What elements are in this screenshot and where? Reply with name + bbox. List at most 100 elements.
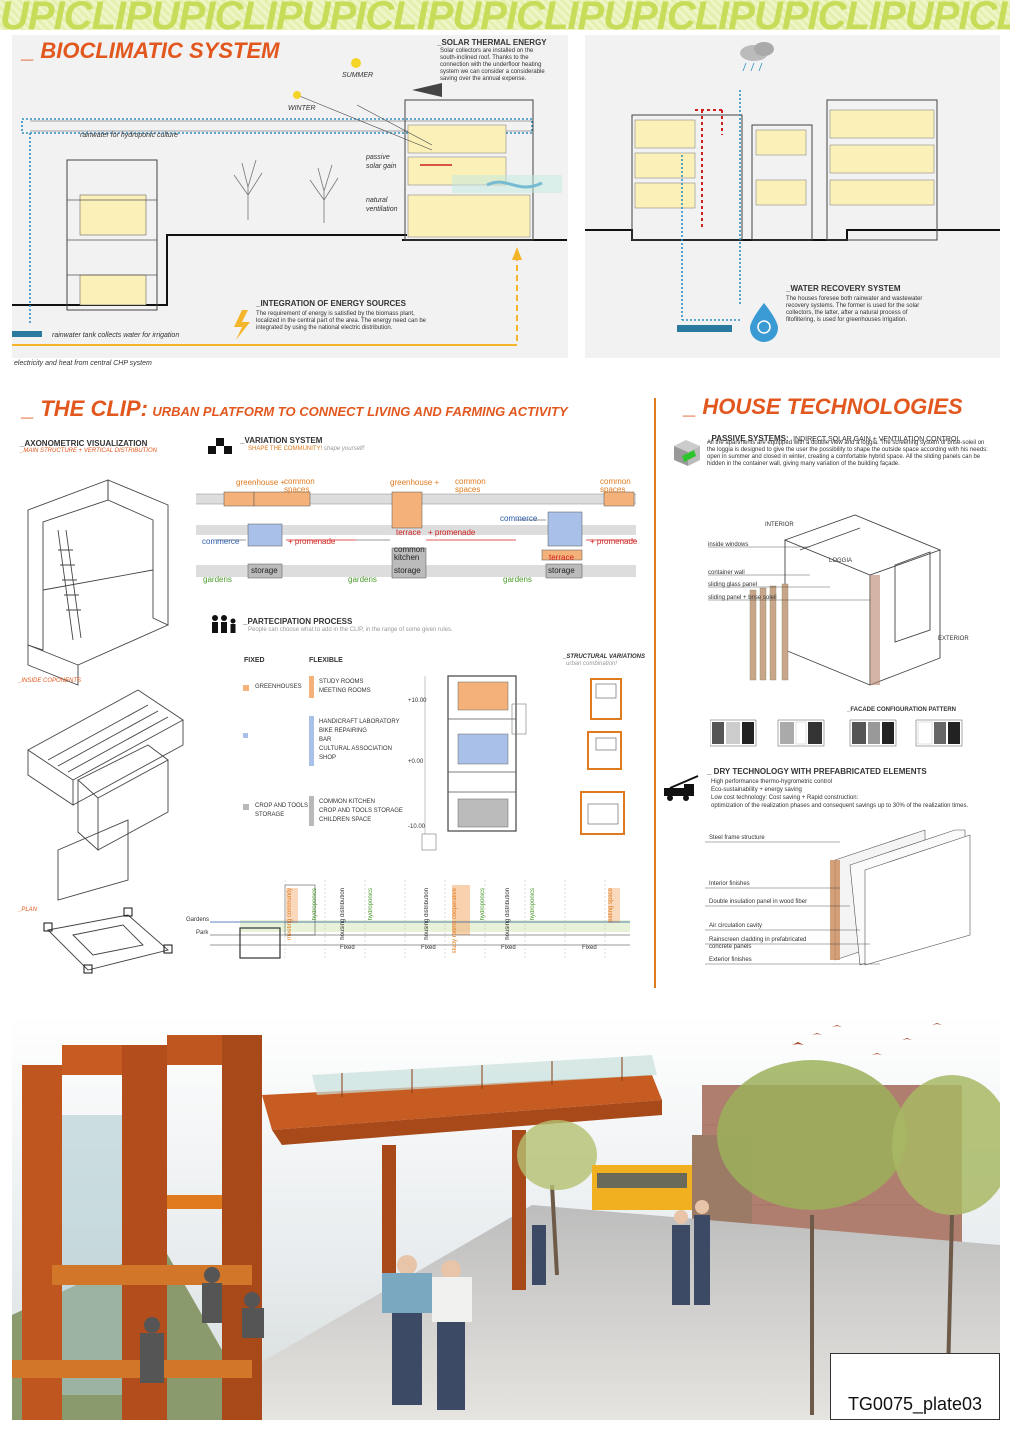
axo-sub: _MAIN STRUCTURE + VERTICAL DISTRIBUTION [20,448,157,454]
winter-label: WINTER [288,105,316,112]
natural-ventilation-label: natural ventilation [366,197,398,213]
strip-park: Park [196,930,209,936]
passive-text: All the apartments are equipped with a d… [707,440,988,467]
passive-heading-main: _PASSIVE SYSTEMS: [707,434,789,443]
var2-storage: storage [394,566,421,575]
top-banner: UPICLIPUPICLIPUPICLIPUPICLIPUPICLIPUPICL… [0,0,1010,30]
flex-blue-4: SHOP [319,755,337,761]
var1-greenhouse: greenhouse + [236,478,286,487]
exterior-label: EXTERIOR [938,636,969,642]
dry-line-3: optimization of the realization phases a… [711,803,969,809]
var3-gardens: gardens [503,575,532,584]
crane-truck-icon [664,775,699,801]
var2-terrace: terrace [396,528,421,537]
urban-platform-render [12,1015,1000,1420]
plan-label: _PLAN [18,907,38,913]
banner-text: UPICLIPUPICLIPUPICLIPUPICLIPUPICLIPUPICL… [0,0,1010,30]
variation-sub-main: SHAPE THE COMMUNITY! [248,446,323,452]
clip-title-main: _ THE CLIP: [22,396,148,421]
loggia-label: LOGGIA [829,558,853,564]
var3-storage: storage [548,566,575,575]
var3-commerce: commerce [500,514,538,523]
loggia-drawing [708,514,942,686]
strip-label-3: hydroponics [368,888,374,921]
variation-sub-extra: shape yourself! [323,446,365,452]
strip-label-4: housing distribution [424,888,430,940]
strip-label-0: meeting community [287,888,293,941]
strip-fixed-1: Fixed [340,945,355,951]
fixed-greenhouses: GREENHOUSES [255,684,302,690]
flexible-col: FLEXIBLE [309,657,343,664]
var1-gardens: gardens [203,575,232,584]
interior-label: INTERIOR [765,522,794,528]
level-bottom: -10.00 [408,824,426,830]
section-divider [654,398,656,988]
facade-patterns [710,719,963,747]
flex-grey-1: CROP AND TOOLS STORAGE [319,808,403,814]
strip-label-6: hydroponics [480,888,486,921]
integration-text: The requirement of energy is satisfied b… [256,311,427,331]
passive-solar-gain-label: passive solar gain [366,154,397,170]
integration-heading: _INTEGRATION OF ENERGY SOURCES [256,299,406,308]
strip-fixed-2: Fixed [421,945,436,951]
axonometric-drawing [27,479,184,974]
flex-grey-0: COMMON KITCHEN [319,799,375,805]
rainwater-hydroponic-label: rainwater for hydroponic culture [80,132,179,139]
participation-heading: _PARTECIPATION PROCESS [243,617,353,626]
rainscreen-label: Rainscreen cladding in prefabricated con… [709,937,807,950]
sliding-panel-label: sliding panel + brise soleil [708,595,777,601]
flex-bar-blue [309,716,314,766]
var2-common: common spaces [455,477,486,494]
crop-storage-1: STORAGE [255,812,285,818]
crop-storage-0: CROP AND TOOLS [255,803,309,809]
var3-promenade: + promenade [590,537,638,546]
strip-gardens: Gardens [186,917,210,923]
passive-heading: _PASSIVE SYSTEMS: INDIRECT SOLAR GAIN + … [707,428,960,446]
bioclimatic-section-drawing [12,42,1000,346]
structural-sub: urban combination! [566,661,618,667]
section-tower-drawing [421,675,527,851]
flex-bar-grey [309,796,314,826]
flex-bar-orange [309,676,314,698]
var2-kitchen: common kitchen [394,545,425,562]
sliding-glass-label: sliding glass panel [708,582,758,588]
var1-commerce: commerce [202,537,240,546]
air-cavity-label: Air circulation cavity [709,923,763,929]
flex-blue-2: BAR [319,737,332,743]
flex-grey-2: CHILDREN SPACE [319,817,372,823]
var3-terrace: terrace [549,553,574,562]
community-blocks-icon [208,438,232,454]
strip-label-1: hydroponics [312,888,318,921]
strip-label-5: study rooms cooperative [452,888,458,954]
dry-line-2: Low cost technology: Cost saving + Rapid… [711,795,859,801]
fixed-swatch-grey [243,804,249,810]
flex-orange-1: MEETING ROOMS [319,688,371,694]
flex-blue-3: CULTURAL ASSOCIATION [319,746,392,752]
axo-heading: _AXONOMETRIC VISUALIZATION [20,439,148,448]
var1-common: common spaces [284,477,315,494]
flex-blue-0: HANDICRAFT LABORATORY [319,719,400,725]
inside-windows-label: inside windows [708,542,749,548]
variation-sub: SHAPE THE COMMUNITY! shape yourself! [248,446,365,452]
exterior-finishes-label: Exterior finishes [709,957,752,963]
var2-gardens: gardens [348,575,377,584]
strip-label-8: hydroponics [530,888,536,921]
dry-heading: _ DRY TECHNOLOGY WITH PREFABRICATED ELEM… [707,767,927,776]
steel-frame-label: Steel frame structure [709,835,765,841]
strip-label-2: housing distribution [340,888,346,940]
flex-blue-1: BIKE REPAIRING [319,728,367,734]
water-recovery-text: The houses foresee both rainwater and wa… [786,296,923,323]
interior-finishes-label: Interior finishes [709,881,750,887]
level-mid: +0.00 [408,759,424,765]
structural-variations-drawing [580,678,625,835]
var3-common: common spaces [600,477,631,494]
double-insulation-label: Double insulation panel in wood fiber [709,899,808,905]
var2-promenade: + promenade [428,528,476,537]
structural-heading: _STRUCTURAL VARIATIONS [563,654,646,660]
var1-promenade: + promenade [288,537,336,546]
strip-label-7: housing distribution [505,888,511,940]
fixed-swatch-orange [243,685,249,691]
dry-line-1: Eco-sustainability + energy saving [711,787,802,793]
dry-line-0: High performance thermo-hygrometric cont… [711,779,833,785]
strip-plan-drawing [210,880,630,960]
